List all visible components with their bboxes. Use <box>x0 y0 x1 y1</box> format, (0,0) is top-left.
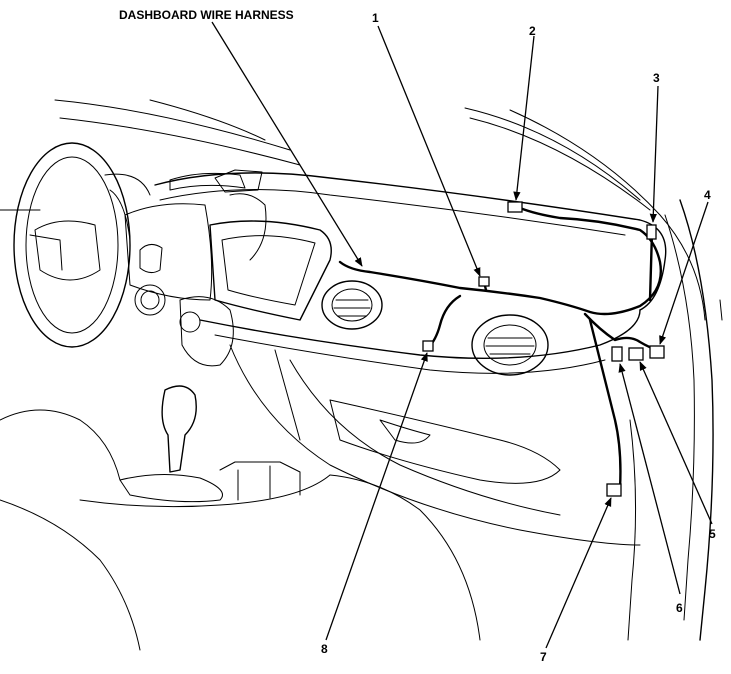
leader-2 <box>513 35 535 201</box>
connector-6 <box>611 346 623 362</box>
leader-3 <box>649 85 659 223</box>
leader-1 <box>377 25 481 277</box>
air-vents <box>321 280 549 376</box>
connector-3 <box>646 224 657 240</box>
connector-4 <box>649 345 665 359</box>
leader-4 <box>659 201 709 345</box>
callout-8: 8 <box>321 642 328 656</box>
callout-1: 1 <box>372 11 379 25</box>
connector-7 <box>606 483 622 497</box>
windshield-lines <box>54 99 706 321</box>
leader-7 <box>545 497 612 649</box>
callout-6: 6 <box>676 601 683 615</box>
a-pillar-right <box>627 199 723 641</box>
leader-lines <box>211 21 713 649</box>
connector-2 <box>507 201 523 213</box>
leader-harness <box>211 21 363 267</box>
gear-shifter <box>0 209 481 651</box>
callout-7: 7 <box>540 650 547 664</box>
connector-1 <box>478 276 490 287</box>
leader-5 <box>639 361 713 525</box>
labels: DASHBOARD WIRE HARNESS 1 2 3 4 5 6 7 8 <box>119 8 716 664</box>
callout-4: 4 <box>704 188 711 202</box>
connectors <box>422 201 665 497</box>
title-label: DASHBOARD WIRE HARNESS <box>119 8 294 22</box>
steering-wheel <box>13 142 151 348</box>
callout-3: 3 <box>653 71 660 85</box>
leader-6 <box>618 363 681 595</box>
leader-8 <box>325 352 428 641</box>
callout-2: 2 <box>529 24 536 38</box>
callout-5: 5 <box>709 527 716 541</box>
center-stack <box>124 169 332 367</box>
connector-8 <box>422 340 434 352</box>
connector-5 <box>628 347 644 361</box>
dashboard-panel <box>154 172 667 546</box>
